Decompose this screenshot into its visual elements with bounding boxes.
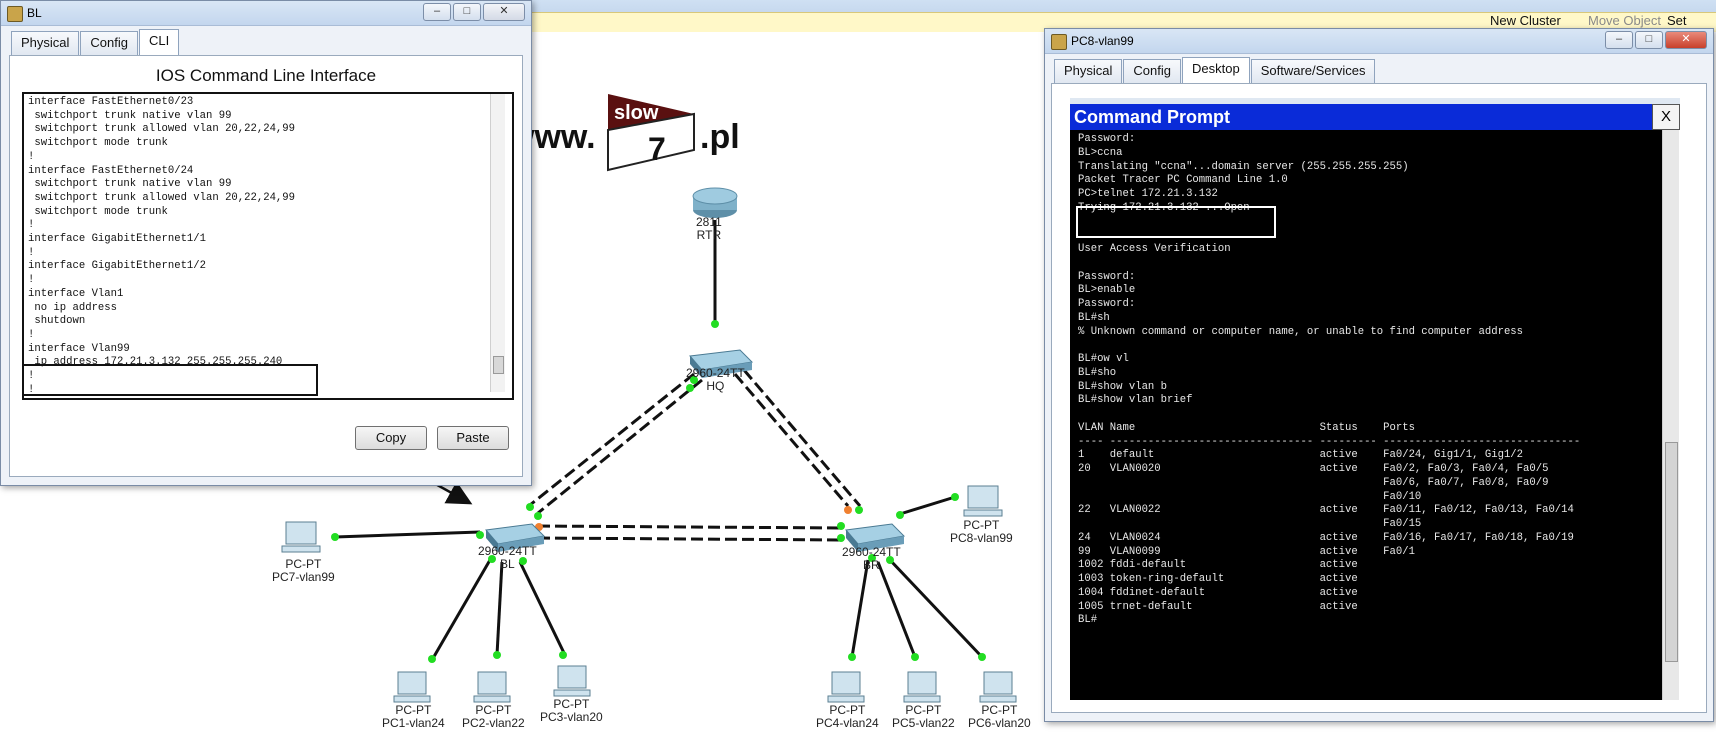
cli-heading: IOS Command Line Interface [155,66,377,85]
pc8-window-titlebar[interactable]: PC8-vlan99 – □ ✕ [1045,29,1713,54]
pc4-icon [827,671,865,703]
cli-scrollbar[interactable] [490,94,505,392]
router-icon [692,187,738,218]
packet-tracer-icon [7,6,23,22]
pc2-icon [473,671,511,703]
pc7-icon [281,521,321,553]
minimize-button[interactable]: – [423,3,451,21]
new-cluster-button[interactable]: New Cluster [1490,13,1561,28]
slow7-logo: www. slow 7 .pl [508,92,748,172]
topology-links [279,187,1017,703]
switch-hq-icon [689,349,754,378]
command-prompt-title: Command Prompt [1070,104,1652,130]
command-prompt-close-button[interactable]: X [1652,104,1680,130]
bl-tabs: Physical Config CLI [11,29,180,57]
maximize-button[interactable]: □ [453,3,481,21]
minimize-button[interactable]: – [1605,31,1633,49]
pc5-icon [903,671,941,703]
command-prompt-scrollbar[interactable] [1662,130,1679,700]
packet-tracer-icon [1051,34,1067,50]
pc8-tabs: Physical Config Desktop Software/Service… [1054,57,1376,85]
pc6-icon [979,671,1017,703]
telnet-highlight [1076,206,1276,238]
move-object-button[interactable]: Move Object [1588,13,1661,28]
svg-text:slow: slow [614,102,659,124]
copy-button[interactable]: Copy [355,426,427,450]
svg-text:7: 7 [648,131,666,167]
tab-config[interactable]: Config [80,31,138,57]
logical-workspace-bar [530,12,1716,33]
pc1-icon [393,671,431,703]
pc8-window-title: PC8-vlan99 [1071,34,1134,48]
slow7-logo-mark: slow 7 [607,94,695,172]
tab-physical[interactable]: Physical [1054,59,1123,85]
tab-cli[interactable]: CLI [139,29,180,55]
close-button[interactable]: ✕ [1665,31,1707,49]
command-prompt-console[interactable]: Password: BL>ccna Translating "ccna"...d… [1070,130,1662,700]
close-button[interactable]: ✕ [483,3,525,21]
bl-window[interactable]: BL – □ ✕ Physical Config CLI IOS Command… [0,0,532,486]
paste-button[interactable]: Paste [437,426,509,450]
switch-br-icon [845,523,906,552]
desktop-strip [1070,98,1680,106]
cli-console[interactable]: interface FastEthernet0/23 switchport tr… [22,92,514,400]
pc8-icon [963,485,1003,517]
vlan99-highlight [22,364,318,396]
desktop-panel: Command Prompt X Password: BL>ccna Trans… [1051,83,1707,713]
bl-window-titlebar[interactable]: BL – □ ✕ [1,1,531,26]
tab-desktop[interactable]: Desktop [1182,57,1250,83]
bl-window-title: BL [27,6,42,20]
maximize-button[interactable]: □ [1635,31,1663,49]
pc3-icon [553,665,591,697]
tab-software-services[interactable]: Software/Services [1250,59,1376,85]
pc8-window[interactable]: PC8-vlan99 – □ ✕ Physical Config Desktop… [1044,28,1714,722]
cli-panel: IOS Command Line Interface interface Fas… [9,55,523,477]
tab-config[interactable]: Config [1123,59,1181,85]
switch-bl-icon [485,523,546,552]
tab-physical[interactable]: Physical [11,31,80,57]
